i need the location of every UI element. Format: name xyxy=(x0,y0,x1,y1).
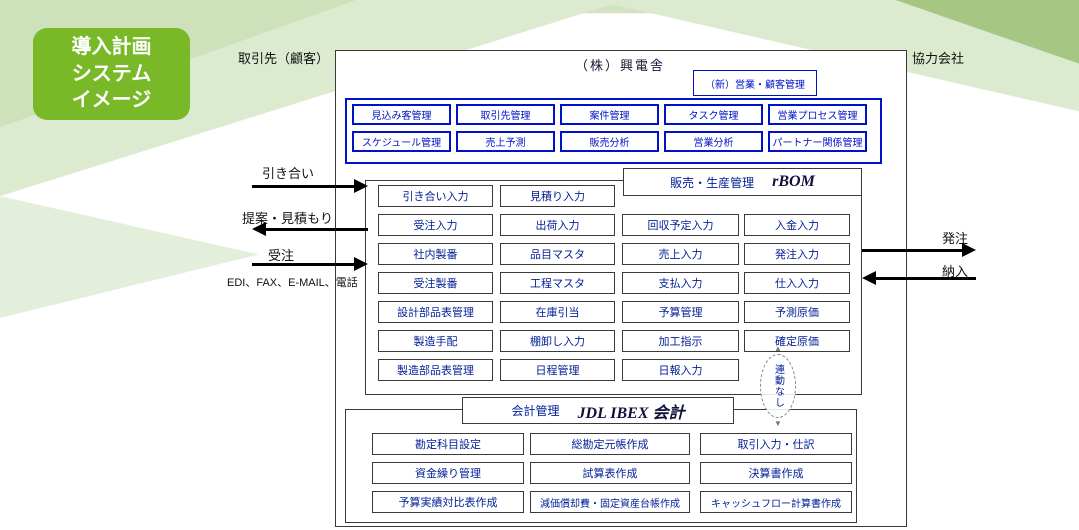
rbom-module: 工程マスタ xyxy=(500,272,615,294)
crm-module: パートナー関係管理 xyxy=(768,131,867,152)
rbom-module: 見積り入力 xyxy=(500,185,615,207)
rbom-module: 棚卸し入力 xyxy=(500,330,615,352)
crm-module: 販売分析 xyxy=(560,131,659,152)
title-badge: 導入計画 システム イメージ xyxy=(33,28,190,120)
accounting-module: 予算実績対比表作成 xyxy=(372,491,524,513)
rbom-module: 品目マスタ xyxy=(500,243,615,265)
accounting-section-header: 会計管理 JDL IBEX 会計 xyxy=(462,397,734,424)
rbom-module: 加工指示 xyxy=(622,330,739,352)
crm-module: 取引先管理 xyxy=(456,104,555,125)
label-inquiry: 引き合い xyxy=(262,166,315,181)
crm-module: 営業分析 xyxy=(664,131,763,152)
crm-module: 売上予測 xyxy=(456,131,555,152)
rbom-module: 在庫引当 xyxy=(500,301,615,323)
rbom-brand-label: rBOM xyxy=(772,173,815,190)
rbom-module: 確定原価 xyxy=(744,330,850,352)
crm-title-box: （新）営業・顧客管理 xyxy=(693,70,817,96)
accounting-module: 決算書作成 xyxy=(700,462,852,484)
rbom-module: 日報入力 xyxy=(622,359,739,381)
arrow-inquiry-right xyxy=(252,179,368,193)
rbom-module: 日程管理 xyxy=(500,359,615,381)
label-channels: EDI、FAX、E-MAIL、電話 xyxy=(227,277,358,289)
no-link-annotation: 連動なし xyxy=(760,354,796,418)
rbom-module: 予測原価 xyxy=(744,301,850,323)
label-purchase-order: 発注 xyxy=(942,231,969,246)
rbom-module: 製造手配 xyxy=(378,330,493,352)
accounting-module: 勘定科目設定 xyxy=(372,433,524,455)
accounting-module: 減価償却費・固定資産台帳作成 xyxy=(530,491,690,513)
rbom-module: 製造部品表管理 xyxy=(378,359,493,381)
label-delivery: 納入 xyxy=(942,264,969,279)
rbom-module: 受注製番 xyxy=(378,272,493,294)
rbom-module: 設計部品表管理 xyxy=(378,301,493,323)
rbom-module: 予算管理 xyxy=(622,301,739,323)
rbom-module: 引き合い入力 xyxy=(378,185,493,207)
no-link-label: 連動なし xyxy=(772,364,784,408)
rbom-module: 回収予定入力 xyxy=(622,214,739,236)
rbom-module: 入金入力 xyxy=(744,214,850,236)
accounting-header-label: 会計管理 xyxy=(511,404,560,418)
company-title: （株）興電舎 xyxy=(574,58,665,73)
title-badge-line2: システム xyxy=(71,62,152,85)
accounting-module: 総勘定元帳作成 xyxy=(530,433,690,455)
accounting-module: 資金繰り管理 xyxy=(372,462,524,484)
crm-module: タスク管理 xyxy=(664,104,763,125)
rbom-module: 支払入力 xyxy=(622,272,739,294)
rbom-header-label: 販売・生産管理 xyxy=(670,175,755,190)
rbom-section-header: 販売・生産管理 rBOM xyxy=(623,168,862,196)
accounting-module: 試算表作成 xyxy=(530,462,690,484)
accounting-brand-label: JDL IBEX 会計 xyxy=(577,404,685,422)
arrow-purchase-right xyxy=(862,243,976,257)
crm-module: 見込み客管理 xyxy=(352,104,451,125)
label-partner-company: 協力会社 xyxy=(912,51,965,66)
crm-module: 案件管理 xyxy=(560,104,659,125)
crm-module: 営業プロセス管理 xyxy=(768,104,867,125)
rbom-module: 仕入入力 xyxy=(744,272,850,294)
title-badge-line3: イメージ xyxy=(71,89,152,112)
rbom-module: 出荷入力 xyxy=(500,214,615,236)
label-order: 受注 xyxy=(268,248,295,263)
rbom-module: 社内製番 xyxy=(378,243,493,265)
rbom-module: 発注入力 xyxy=(744,243,850,265)
accounting-module: 取引入力・仕訳 xyxy=(700,433,852,455)
arrow-delivery-left xyxy=(862,271,976,285)
arrow-proposal-left xyxy=(252,222,368,236)
rbom-module: 売上入力 xyxy=(622,243,739,265)
accounting-module: キャッシュフロー計算書作成 xyxy=(700,491,852,513)
arrow-order-right xyxy=(252,257,368,271)
crm-module: スケジュール管理 xyxy=(352,131,451,152)
rbom-module: 受注入力 xyxy=(378,214,493,236)
label-customer: 取引先（顧客） xyxy=(238,51,330,66)
title-badge-line1: 導入計画 xyxy=(71,36,152,59)
